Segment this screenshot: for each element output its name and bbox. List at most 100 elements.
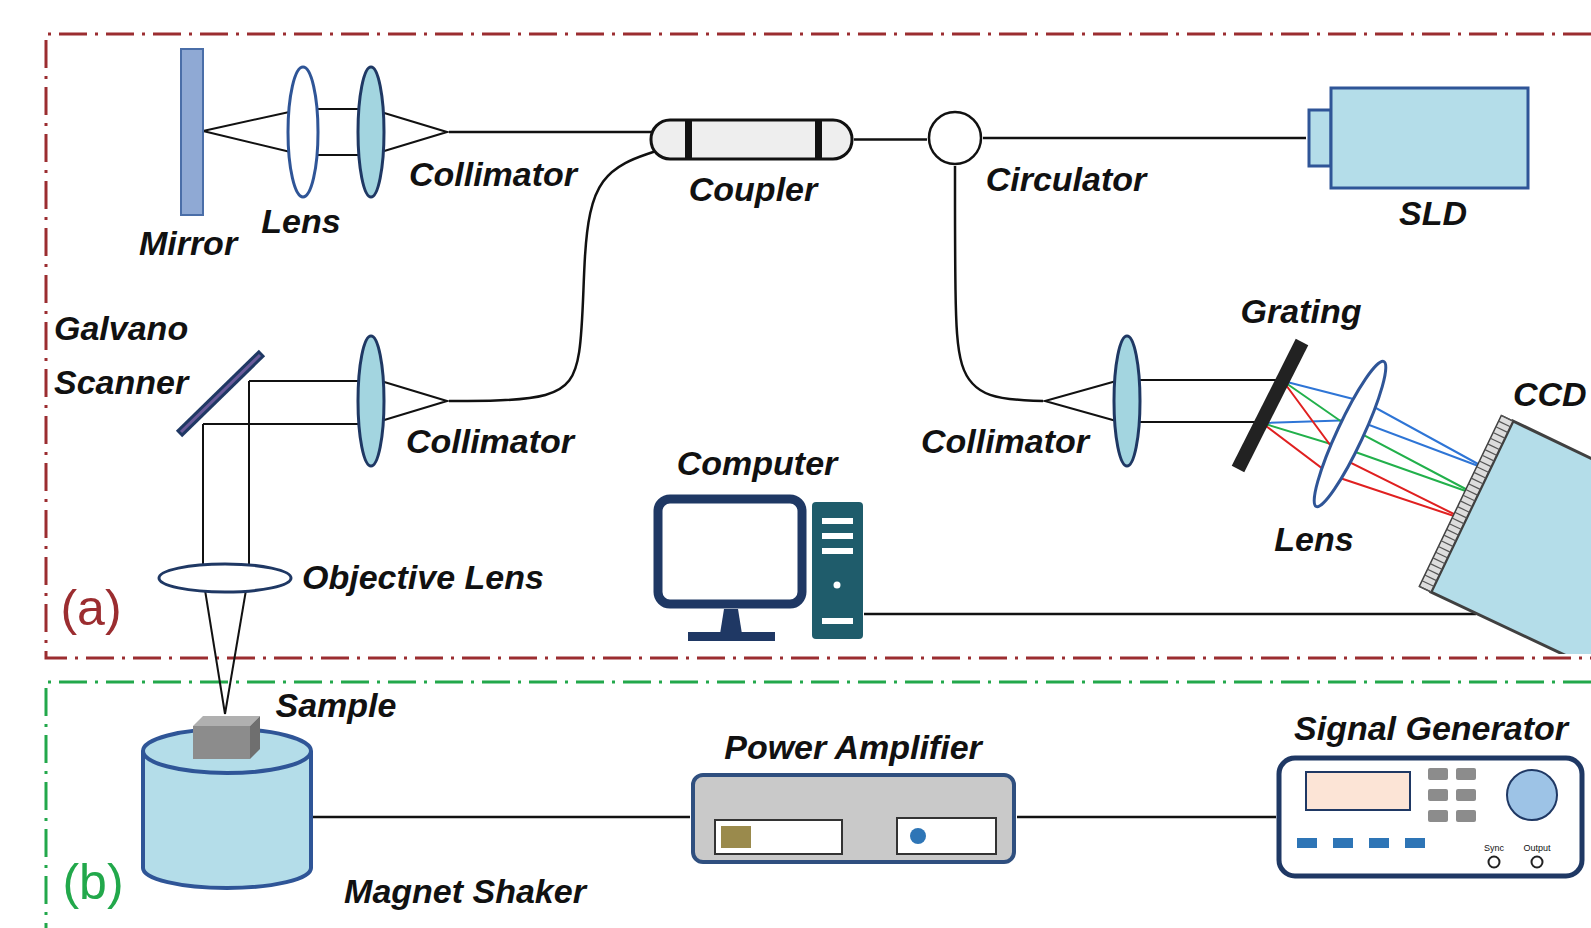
part-label: Sample <box>276 686 397 725</box>
node-shape <box>929 112 981 164</box>
generator-button <box>1456 768 1476 780</box>
node-outline <box>192 714 261 761</box>
part-label: Objective Lens <box>302 558 544 597</box>
lens: Lens <box>286 65 320 199</box>
sample: Sample <box>192 714 261 761</box>
node-shape <box>288 67 318 197</box>
part-label: Circulator <box>986 160 1147 199</box>
generator-body <box>1279 758 1582 876</box>
node-shape <box>179 353 262 434</box>
fiber-cable <box>983 137 1306 140</box>
light-source: SLD <box>1306 86 1530 190</box>
ccd-pixel <box>1433 558 1445 564</box>
generator-key <box>1405 838 1425 848</box>
grating: Grating <box>1228 334 1312 477</box>
objective-lens-shape <box>159 564 291 592</box>
monitor <box>658 499 802 604</box>
ccd-pixel <box>1458 507 1470 513</box>
region-b-border <box>46 682 1591 928</box>
ccd-pixel <box>1447 529 1459 535</box>
part-label: Power Amplifier <box>724 728 982 767</box>
part-label: Coupler <box>689 170 817 209</box>
part-label: SLD <box>1399 194 1467 233</box>
ccd-pixel <box>1438 547 1450 553</box>
beam <box>225 590 246 714</box>
beam <box>1127 379 1283 381</box>
ccd-pixel <box>1469 484 1481 490</box>
part-label: Lens <box>1274 520 1353 559</box>
part-label: Lens <box>261 202 340 241</box>
ccd-pixel <box>1422 581 1434 587</box>
ccd-pixel <box>1485 450 1497 456</box>
circulator: Circulator <box>927 110 983 166</box>
node-shape <box>693 775 1014 862</box>
ccd-pixel <box>1463 495 1475 501</box>
panel-letter: (b) <box>62 854 123 912</box>
ccd-camera: CCD <box>1412 408 1591 654</box>
sample-front <box>193 726 250 759</box>
ccd-pixel <box>1501 415 1513 421</box>
generator-key <box>1297 838 1317 848</box>
node-shape <box>159 564 291 592</box>
fiber-cable <box>1017 816 1276 819</box>
mirror: Mirror <box>179 47 205 217</box>
part-label: Computer <box>677 444 838 483</box>
tower-slot <box>822 548 853 554</box>
ccd-pixel <box>1425 575 1437 581</box>
node-outline <box>1412 408 1591 654</box>
collimator-lens <box>358 67 384 197</box>
part-label: Collimator <box>406 422 574 461</box>
part-label: Magnet Shaker <box>344 872 586 911</box>
generator-port <box>1489 857 1500 868</box>
amplifier-panel <box>897 818 996 854</box>
part-label: Mirror <box>139 224 237 263</box>
generator-knob <box>1507 770 1557 820</box>
fiber-cable <box>864 613 1476 616</box>
ccd-pixel <box>1479 461 1491 467</box>
generator-display <box>1306 772 1410 810</box>
ccd-pixel <box>1419 586 1431 592</box>
ccd-pixel <box>1474 472 1486 478</box>
node-shape <box>651 120 852 159</box>
ccd-pixel <box>1441 541 1453 547</box>
galvo-mirror-face <box>181 355 260 432</box>
ccd-pixel <box>1430 564 1442 570</box>
coupler-shape <box>651 120 852 159</box>
node-outline <box>649 118 854 161</box>
node-shape <box>1279 758 1582 876</box>
beam <box>248 381 250 565</box>
galvo-mirror <box>179 353 262 434</box>
monitor-stand <box>720 609 742 634</box>
part-label: Signal Generator <box>1294 709 1568 748</box>
node-outline <box>1276 755 1585 879</box>
ccd-pixel <box>1444 535 1456 541</box>
amplifier-body <box>693 775 1014 862</box>
ccd-pixel <box>1496 427 1508 433</box>
blue-ray <box>1262 420 1489 470</box>
node-shape <box>1419 415 1591 654</box>
tower-button <box>834 582 841 589</box>
generator-button <box>1456 810 1476 822</box>
shaker-top <box>143 729 311 773</box>
collimator: Collimator <box>1043 334 1143 468</box>
tower-slot <box>822 518 853 524</box>
ccd-pixel <box>1466 490 1478 496</box>
part-label: Grating <box>1241 292 1362 331</box>
node-outline <box>157 562 293 594</box>
light-beams <box>203 109 1283 714</box>
node-outline <box>1228 334 1312 477</box>
sld-body <box>1331 88 1528 188</box>
node-outline <box>1305 348 1395 520</box>
lens: Lens <box>1305 348 1395 520</box>
generator-button <box>1428 810 1448 822</box>
node-outline <box>179 47 205 217</box>
ccd-pixel <box>1493 433 1505 439</box>
collimator-lens <box>358 336 384 466</box>
sld-window <box>1309 110 1331 166</box>
amplifier-display <box>721 826 751 848</box>
tower-slot <box>822 618 853 624</box>
ccd-pixel <box>1449 524 1461 530</box>
ccd-pixel <box>1460 501 1472 507</box>
ccd-sensor <box>1419 415 1513 592</box>
